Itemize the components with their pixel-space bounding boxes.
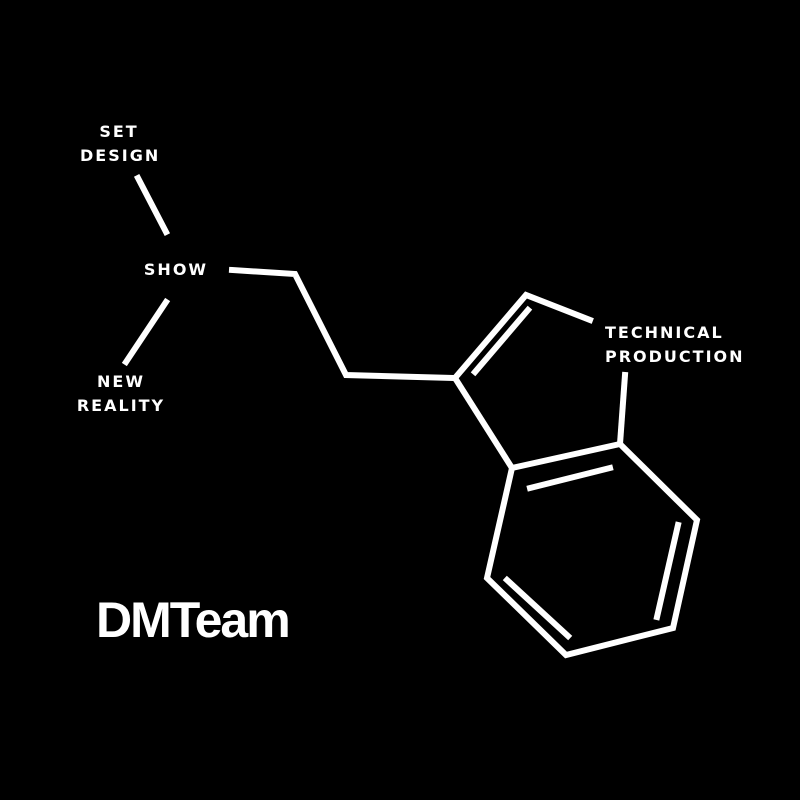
label-new-reality: NEW REALITY xyxy=(76,370,166,418)
six-ring-inner-top xyxy=(526,464,614,492)
side-chain xyxy=(228,266,459,382)
five-ring-left-bond xyxy=(450,373,517,473)
bond-set-design xyxy=(133,173,171,237)
six-ring xyxy=(483,440,701,659)
five-ring-nh-bond xyxy=(616,371,629,448)
label-technical-production: TECHNICAL PRODUCTION xyxy=(605,321,745,369)
dmteam-logo: DMTeam xyxy=(96,592,291,648)
label-set-design-line1: SET xyxy=(99,122,139,141)
label-set-design: SET DESIGN xyxy=(80,120,158,168)
label-new-reality-line1: NEW xyxy=(97,372,145,391)
bond-new-reality xyxy=(121,297,171,367)
six-ring-inner-right xyxy=(653,521,682,621)
label-technical-production-line2: PRODUCTION xyxy=(605,347,745,366)
five-ring xyxy=(450,291,594,383)
label-set-design-line2: DESIGN xyxy=(80,146,161,165)
label-show-text: SHOW xyxy=(143,260,209,279)
six-ring-inner-bottom-left xyxy=(502,575,573,641)
label-new-reality-line2: REALITY xyxy=(76,396,166,415)
label-show: SHOW xyxy=(140,258,212,282)
label-technical-production-line1: TECHNICAL xyxy=(605,323,724,342)
five-ring-inner-double xyxy=(470,305,533,377)
